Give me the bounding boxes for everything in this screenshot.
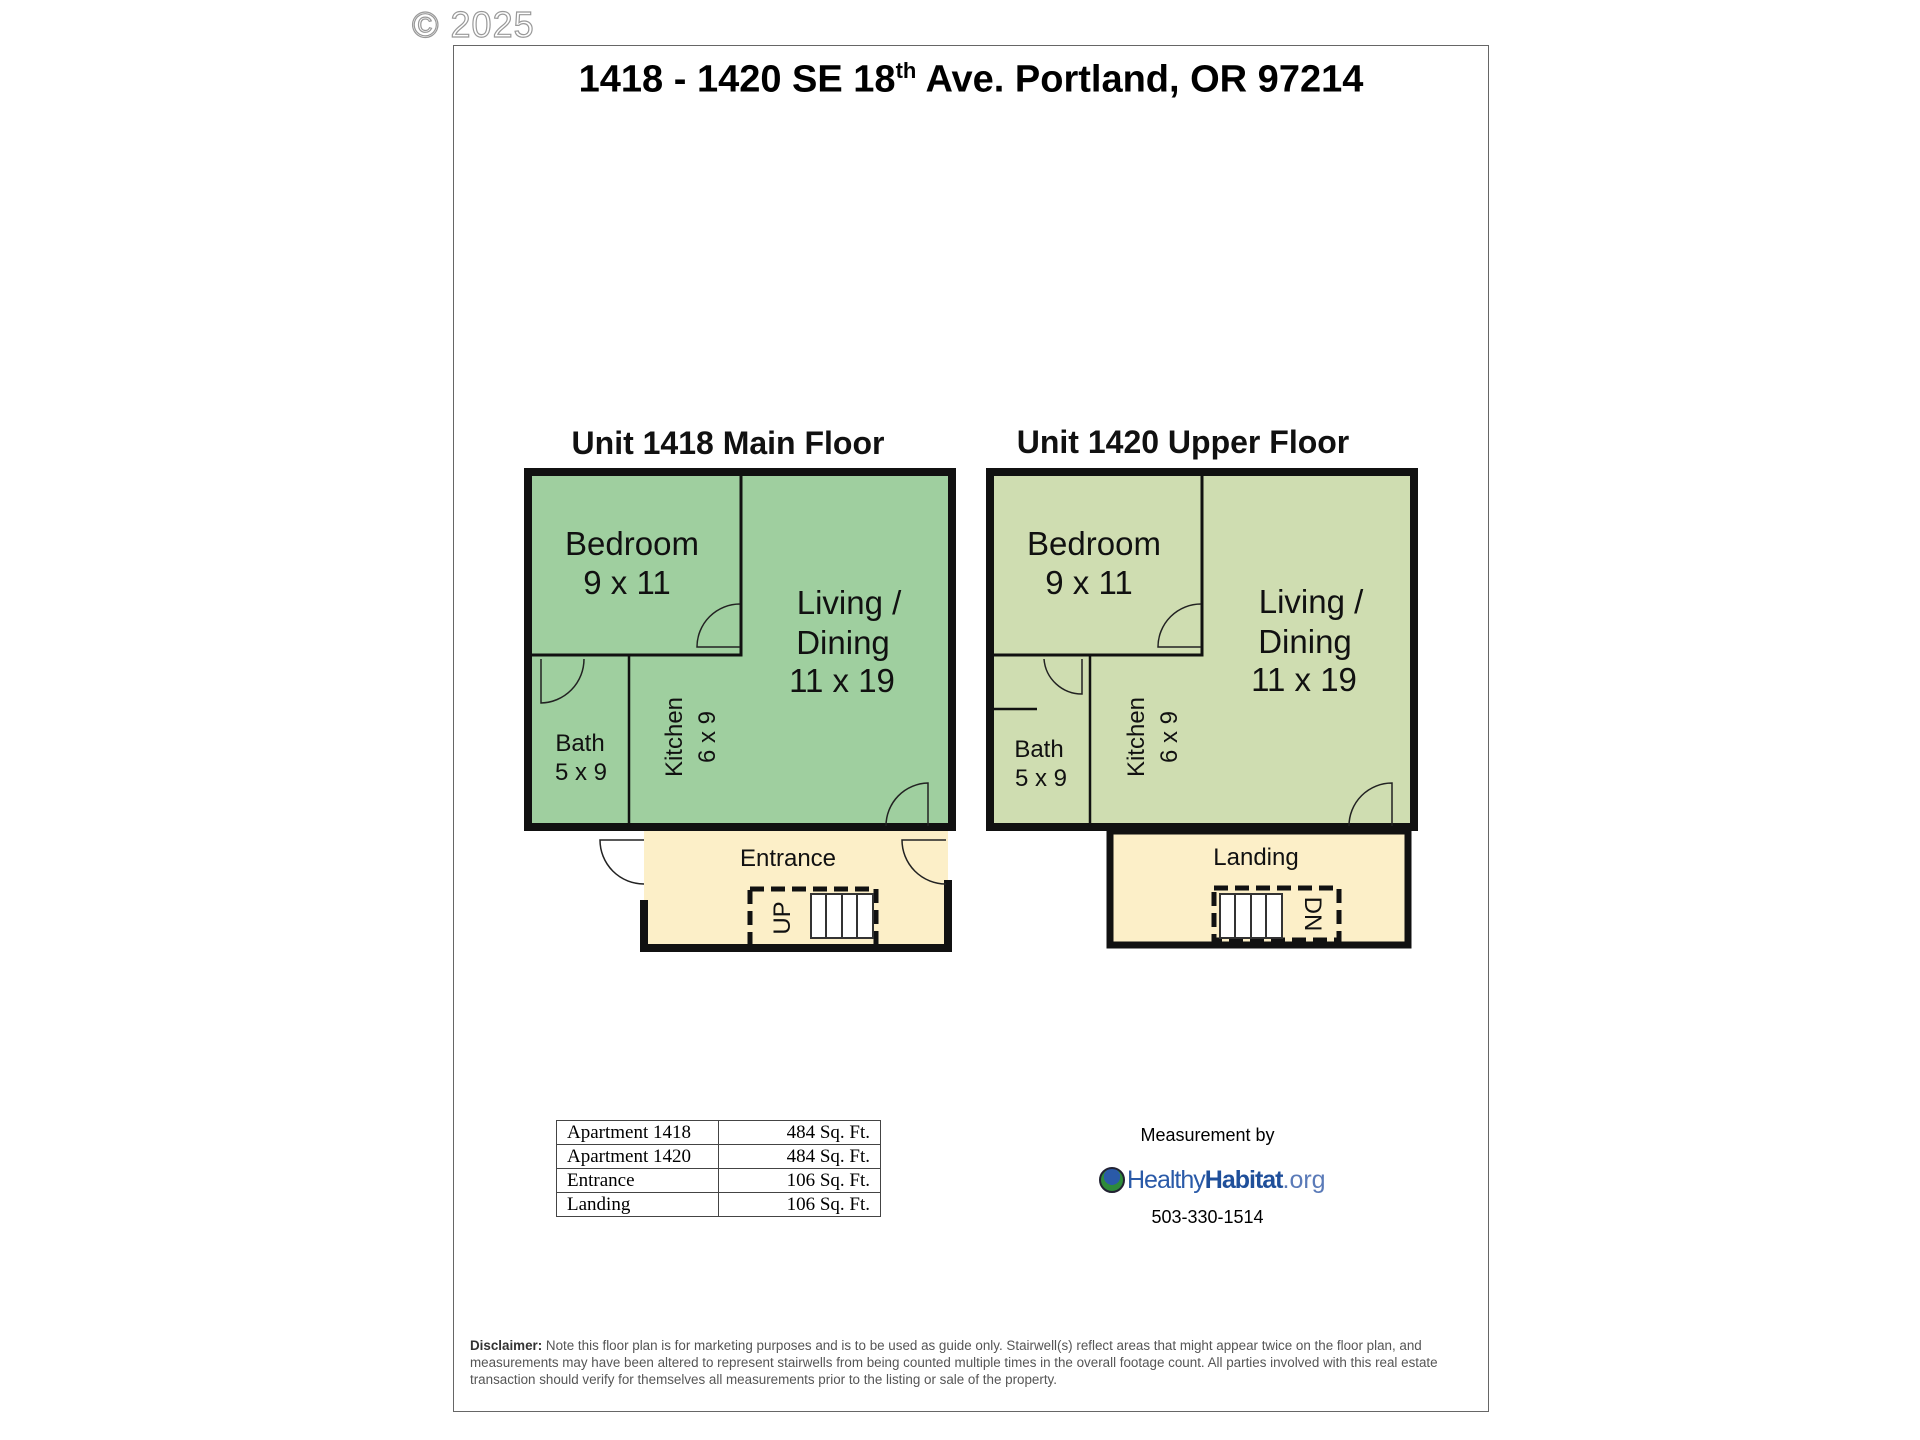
disclaimer: Disclaimer: Note this floor plan is for … [470, 1337, 1480, 1388]
logo-text: .org [1282, 1165, 1326, 1194]
logo-text: Healthy [1127, 1165, 1206, 1194]
unit-1420-plan: Unit 1420 Upper Floor Bedroom 9 x 11 Liv… [986, 424, 1418, 949]
door-icon [885, 782, 929, 827]
area-label: Entrance [556, 1168, 719, 1193]
stairs-icon [1219, 893, 1283, 939]
area-value: 484 Sq. Ft. [718, 1144, 881, 1169]
room-label: Dining [1258, 623, 1352, 660]
area-label: Landing [556, 1192, 719, 1217]
title-main: 1418 - 1420 SE 18 [578, 58, 896, 101]
room-label: Living / [797, 584, 902, 621]
room-size: 9 x 11 [583, 564, 670, 601]
room-size: 6 x 9 [694, 711, 721, 763]
door-icon [1157, 603, 1202, 648]
area-value: 106 Sq. Ft. [718, 1168, 881, 1193]
door-icon [1348, 782, 1393, 827]
stair-direction: DN [1299, 897, 1326, 932]
area-value: 106 Sq. Ft. [718, 1192, 881, 1217]
unit-1418-plan: Unit 1418 Main Floor Bedroom 9 x 11 Livi… [524, 425, 956, 952]
title-superscript: th [895, 58, 917, 83]
copyright-watermark: © 2025 [411, 3, 535, 45]
door-icon [696, 603, 741, 648]
room-size: 6 x 9 [1156, 711, 1183, 763]
room-label: Bath [555, 730, 604, 757]
door-icon [540, 658, 585, 704]
stairs-icon [810, 893, 874, 939]
stair-direction: UP [769, 901, 796, 934]
measurement-label: Measurement by [1140, 1125, 1275, 1145]
door-icon [1043, 658, 1083, 695]
unit-title: Unit 1420 Upper Floor [1017, 424, 1350, 460]
door-icon [901, 839, 947, 885]
room-size: 11 x 19 [789, 662, 895, 699]
globe-icon [1099, 1167, 1125, 1193]
area-label: Apartment 1420 [556, 1144, 719, 1169]
room-label: Living / [1259, 583, 1364, 620]
area-value: 484 Sq. Ft. [718, 1120, 881, 1145]
door-icon [599, 839, 645, 885]
area-label: Apartment 1418 [556, 1120, 719, 1145]
room-label: Kitchen [1123, 697, 1150, 777]
room-size: 9 x 11 [1045, 564, 1132, 601]
logo-text: Habitat [1204, 1165, 1284, 1194]
stairwell-outline [1211, 885, 1342, 943]
room-label: Landing [1213, 844, 1298, 871]
room-size: 5 x 9 [555, 759, 607, 786]
title-rest: Ave. Portland, OR 97214 [916, 58, 1364, 101]
phone-number: 503-330-1514 [1151, 1207, 1264, 1227]
room-label: Dining [796, 624, 890, 661]
room-label: Bedroom [1027, 525, 1161, 562]
room-label: Bath [1014, 736, 1063, 763]
room-label: Entrance [740, 845, 836, 872]
disclaimer-label: Disclaimer: [470, 1338, 543, 1353]
page-title: 1418 - 1420 SE 18th Ave. Portland, OR 97… [453, 58, 1489, 102]
unit-title: Unit 1418 Main Floor [572, 425, 885, 461]
room-label: Bedroom [565, 525, 699, 562]
stairwell-outline [747, 886, 879, 952]
disclaimer-text: Note this floor plan is for marketing pu… [470, 1338, 1438, 1387]
room-size: 5 x 9 [1015, 765, 1067, 792]
floor-plan-sheet [453, 45, 1489, 1412]
room-size: 11 x 19 [1251, 661, 1357, 698]
room-label: Kitchen [661, 697, 688, 777]
